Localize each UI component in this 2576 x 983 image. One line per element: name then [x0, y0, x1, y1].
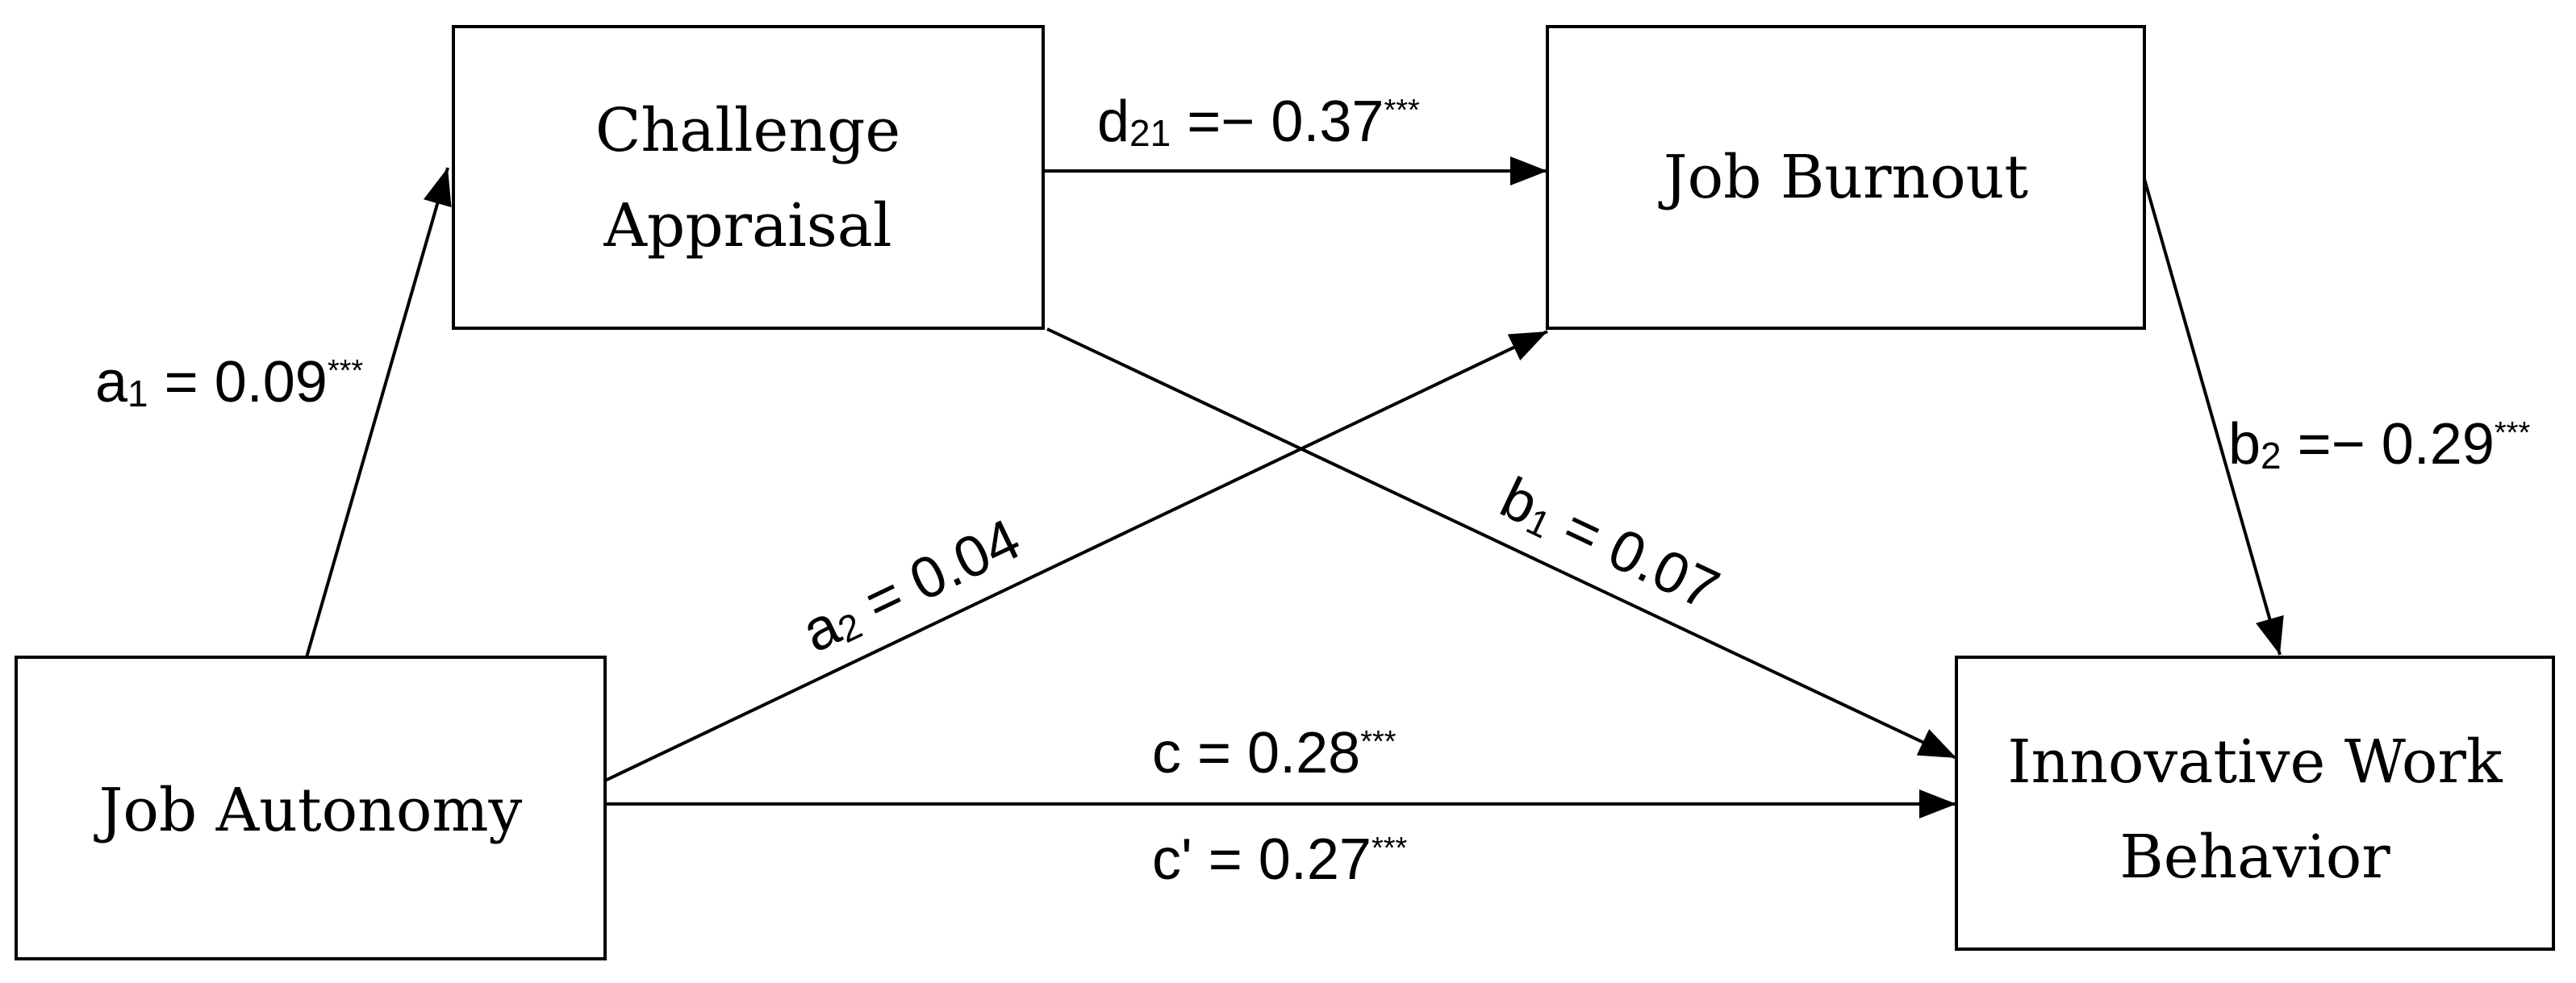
edge-a1 [305, 167, 452, 658]
node-autonomy-label: Job Autonomy [94, 776, 523, 845]
label-a2: a2 = 0.04 [792, 506, 1029, 664]
label-d21: d21 =− 0.37*** [1097, 90, 1420, 154]
node-challenge-line1: Challenge [595, 96, 900, 165]
label-b2: b2 =− 0.29*** [2228, 412, 2530, 477]
edge-b1 [1046, 327, 1957, 760]
node-job-autonomy: Job Autonomy [15, 656, 607, 960]
node-challenge-line2: Appraisal [603, 191, 891, 260]
node-iwb-line2: Behavior [2119, 823, 2390, 892]
edge-b2 [2143, 178, 2284, 656]
node-burnout-label: Job Burnout [1658, 143, 2028, 212]
label-c-prime: c' = 0.27*** [1152, 827, 1408, 892]
label-a1: a1 = 0.09*** [95, 350, 363, 414]
node-innovative-work-behavior: Innovative Work Behavior [1955, 656, 2555, 951]
label-c: c = 0.28*** [1152, 721, 1397, 785]
node-iwb-line1: Innovative Work [2007, 727, 2503, 797]
label-b1: b1 = 0.07 [1491, 465, 1728, 623]
edge-a2 [604, 330, 1548, 782]
node-job-burnout: Job Burnout [1546, 25, 2146, 330]
node-challenge-appraisal: Challenge Appraisal [452, 25, 1045, 330]
